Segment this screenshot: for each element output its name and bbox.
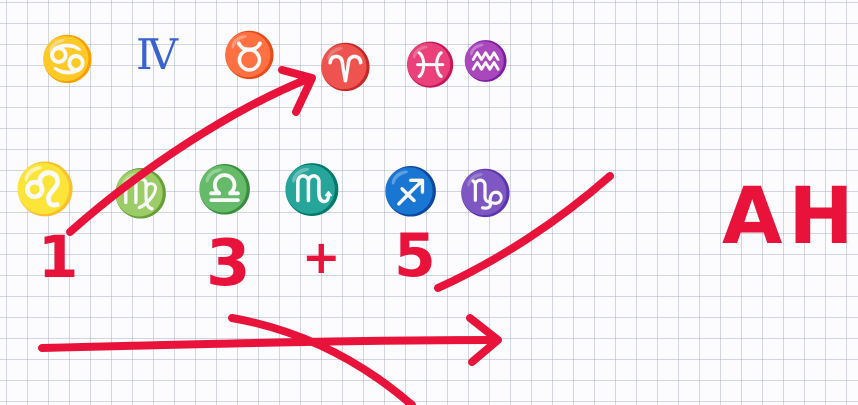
- diagonal-arrow-head: [278, 66, 316, 116]
- diagonal-stroke-right: [434, 172, 614, 292]
- red-number-one: 1: [38, 223, 79, 291]
- sagittarius-symbol-icon: ♐: [382, 164, 440, 218]
- red-number-three: 3: [206, 227, 251, 301]
- crossing-curve: [228, 314, 416, 405]
- taurus-symbol-icon: ♉: [222, 30, 277, 81]
- cancer-symbol-icon: ♋: [40, 34, 95, 85]
- red-number-five: 5: [394, 221, 436, 291]
- aquarius-symbol-icon: ♒: [462, 39, 510, 83]
- scorpio-symbol-icon: ♏: [282, 162, 342, 218]
- aries-symbol-icon: ♈: [318, 42, 373, 93]
- libra-symbol-icon: ♎: [196, 162, 254, 216]
- leo-symbol-icon: ♌: [14, 160, 77, 218]
- diagonal-arrow-line: [66, 74, 314, 236]
- horizontal-arrow-line: [38, 336, 500, 352]
- roman-four-symbol: Ⅳ: [136, 30, 178, 79]
- red-letters-ah: AH: [722, 172, 858, 262]
- red-plus-sign: +: [302, 230, 341, 284]
- capricorn-symbol-icon: ♑: [458, 168, 513, 219]
- horizontal-arrow-head: [466, 314, 502, 366]
- pisces-symbol-icon: ♓: [404, 40, 457, 89]
